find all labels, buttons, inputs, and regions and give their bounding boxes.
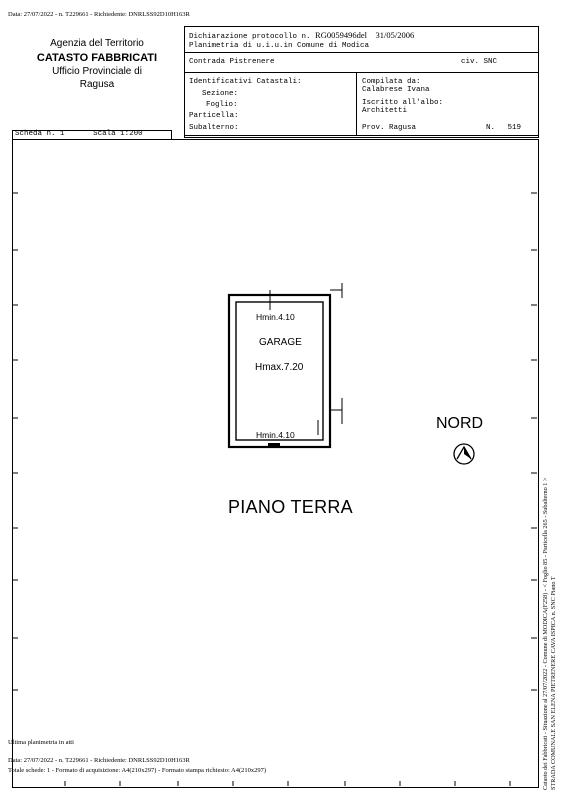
foglio-label: Foglio: [206, 101, 238, 109]
scheda-label: Scheda n. [15, 130, 56, 138]
albo-name: Architetti [362, 107, 408, 115]
side-line-2: STRADA COMUNALE SAN ELENA PIETRENERE CAV… [550, 576, 557, 790]
declaration-number: RG0059496 [315, 30, 357, 40]
planimetria-comune: Modica [342, 42, 370, 50]
declaration-line: Dichiarazione protocollo n. RG0059496del… [189, 30, 414, 41]
top-meta: Data: 27/07/2022 - n. T229661 - Richiede… [8, 11, 190, 18]
prov-line: Prov. Ragusa [362, 124, 416, 132]
divider [184, 52, 538, 53]
scheda-line: Scheda n. 1 Scala 1:200 [15, 130, 143, 138]
ufficio-city: Ragusa [79, 79, 115, 90]
address-civ: civ. SNC [461, 58, 498, 66]
declaration-label: Dichiarazione protocollo n. [189, 33, 311, 41]
side-line-1: Catasto dei Fabbricati - Situazione al 2… [542, 477, 549, 790]
subalterno-label: Subalterno: [189, 124, 239, 132]
hmax-label: Hmax.7.20 [255, 362, 304, 373]
footer-data: Data: 27/07/2022 - n. T229661 - Richiede… [8, 757, 190, 764]
iscritto-label: Iscritto all'albo: [362, 99, 444, 107]
prov-label: Prov. [362, 124, 385, 132]
footer-totale: Totale schede: 1 - Formato di acquisizio… [8, 767, 267, 774]
divider [356, 72, 357, 136]
ufficio-label: Ufficio Provinciale di [52, 66, 142, 77]
sezione-label: Sezione: [202, 90, 239, 98]
planimetria-line: Planimetria di u.i.u.in Comune di Modica [189, 42, 369, 50]
header-box [184, 26, 539, 138]
iscrizione-number: N. 519 [486, 124, 521, 132]
particella-label: Particella: [189, 112, 239, 120]
side-info: Catasto dei Fabbricati - Situazione al 2… [542, 478, 558, 790]
declaration-date: 31/05/2006 [375, 30, 415, 40]
north-label: NORD [436, 415, 484, 432]
scala-label: Scala [93, 130, 116, 138]
scala-value: 1:200 [120, 130, 143, 138]
n-label: N. [486, 124, 496, 132]
hmin-bottom-label: Hmin.4.10 [256, 430, 295, 440]
hmin-top-label: Hmin.4.10 [256, 312, 295, 322]
agency-name: Agenzia del Territorio [50, 38, 144, 49]
n-value: 519 [507, 124, 522, 132]
north-arrow-icon [453, 443, 475, 465]
address-street: Contrada Pistrenere [189, 58, 275, 66]
identificativi-title: Identificativi Catastali: [189, 78, 302, 86]
compilata-name: Calabrese Ivana [362, 86, 430, 94]
scheda-number: 1 [60, 130, 65, 138]
drawing-frame [12, 139, 539, 788]
room-label: GARAGE [259, 337, 302, 348]
ultima-planimetria: Ultima planimetria in atti [8, 739, 74, 746]
prov-value: Ragusa [389, 124, 417, 132]
planimetria-label: Planimetria di u.i.u.in Comune di [189, 42, 338, 50]
floor-label: PIANO TERRA [228, 497, 353, 517]
divider [184, 135, 538, 136]
door-mark [268, 443, 280, 448]
divider [184, 72, 538, 73]
scheda-box [12, 130, 172, 140]
declaration-del: del [356, 30, 367, 40]
catasto-title: CATASTO FABBRICATI [36, 52, 158, 64]
agency-block: Agenzia del Territorio CATASTO FABBRICAT… [12, 38, 182, 90]
compilata-label: Compilata da: [362, 78, 421, 86]
